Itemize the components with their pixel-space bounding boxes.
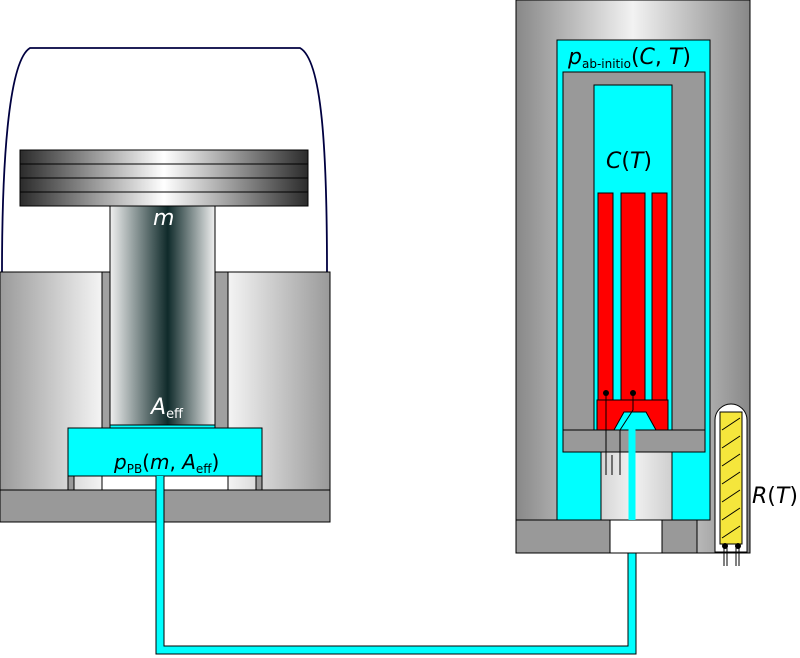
piston-gauge: m Aeff pPB(m, Aeff) xyxy=(0,47,331,523)
weight-disc xyxy=(19,191,309,207)
weight-disc xyxy=(19,149,309,165)
effective-area-label: Aeff xyxy=(149,395,184,422)
cell-bottom-left xyxy=(515,519,611,554)
electrode-right xyxy=(651,192,668,401)
mass-label: m xyxy=(153,206,174,231)
gas-chamber-fill xyxy=(67,427,263,477)
resistance-thermometer: R(T) xyxy=(714,403,798,566)
chamber-seat xyxy=(67,475,263,491)
bell-jar-cover xyxy=(1,47,328,273)
piston-gauge-pressure-label: pPB(m, Aeff) xyxy=(113,450,219,476)
weight-disc xyxy=(19,163,309,179)
weight-disc xyxy=(19,177,309,193)
cell-port xyxy=(609,519,663,554)
sensor-lead xyxy=(723,546,740,566)
sensor-winding xyxy=(721,417,741,539)
capacitor-electrodes xyxy=(596,192,669,475)
capacitance-cell: pab-initio(C, T) C(T) xyxy=(515,0,751,554)
cell-bottom-right xyxy=(661,519,698,554)
electrode-lead xyxy=(619,393,634,475)
capacitance-label: C(T) xyxy=(606,149,652,174)
electrode-base xyxy=(596,399,669,431)
base-plate xyxy=(0,489,331,523)
piston-rod xyxy=(109,204,216,426)
ab-initio-pressure-label: pab-initio(C, T) xyxy=(567,45,691,71)
electrode-center xyxy=(620,192,646,401)
resistance-label: R(T) xyxy=(752,484,798,509)
electrode-left xyxy=(597,192,614,401)
cylinder-inner-right xyxy=(214,271,229,429)
mass-stack xyxy=(19,149,309,207)
cylinder-inner-left xyxy=(101,271,111,429)
